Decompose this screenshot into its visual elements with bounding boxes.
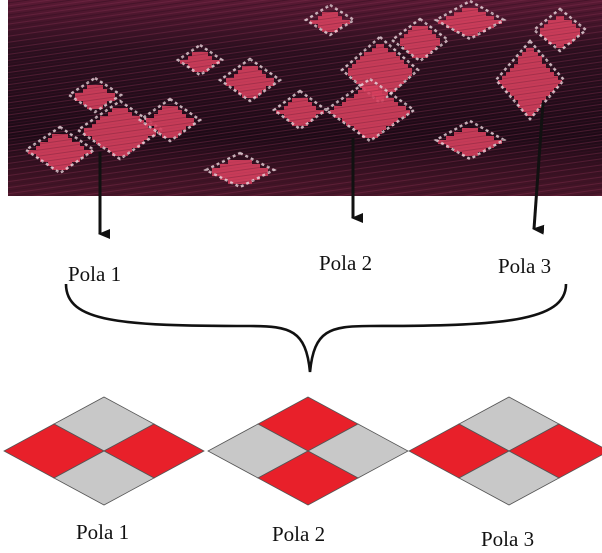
bottom-label-pola-1: Pola 1	[76, 520, 130, 544]
top-label-pola-2: Pola 2	[319, 251, 373, 275]
grouping-brace	[64, 283, 568, 373]
pattern-1-cell-bottom	[53, 450, 155, 506]
pattern-2	[207, 396, 409, 506]
fabric-photo	[8, 0, 602, 196]
top-label-pola-1: Pola 1	[68, 262, 122, 286]
arrows	[98, 102, 545, 239]
pattern-3	[408, 396, 602, 506]
pattern-diamonds	[3, 396, 602, 506]
bottom-label-pola-3: Pola 3	[481, 527, 535, 551]
pattern-2-cell-bottom	[257, 450, 359, 506]
pattern-3-cell-bottom	[458, 450, 560, 506]
arrow-pola-3	[532, 102, 545, 235]
pattern-1	[3, 396, 205, 506]
bottom-label-pola-2: Pola 2	[272, 522, 326, 546]
top-label-pola-3: Pola 3	[498, 254, 552, 278]
